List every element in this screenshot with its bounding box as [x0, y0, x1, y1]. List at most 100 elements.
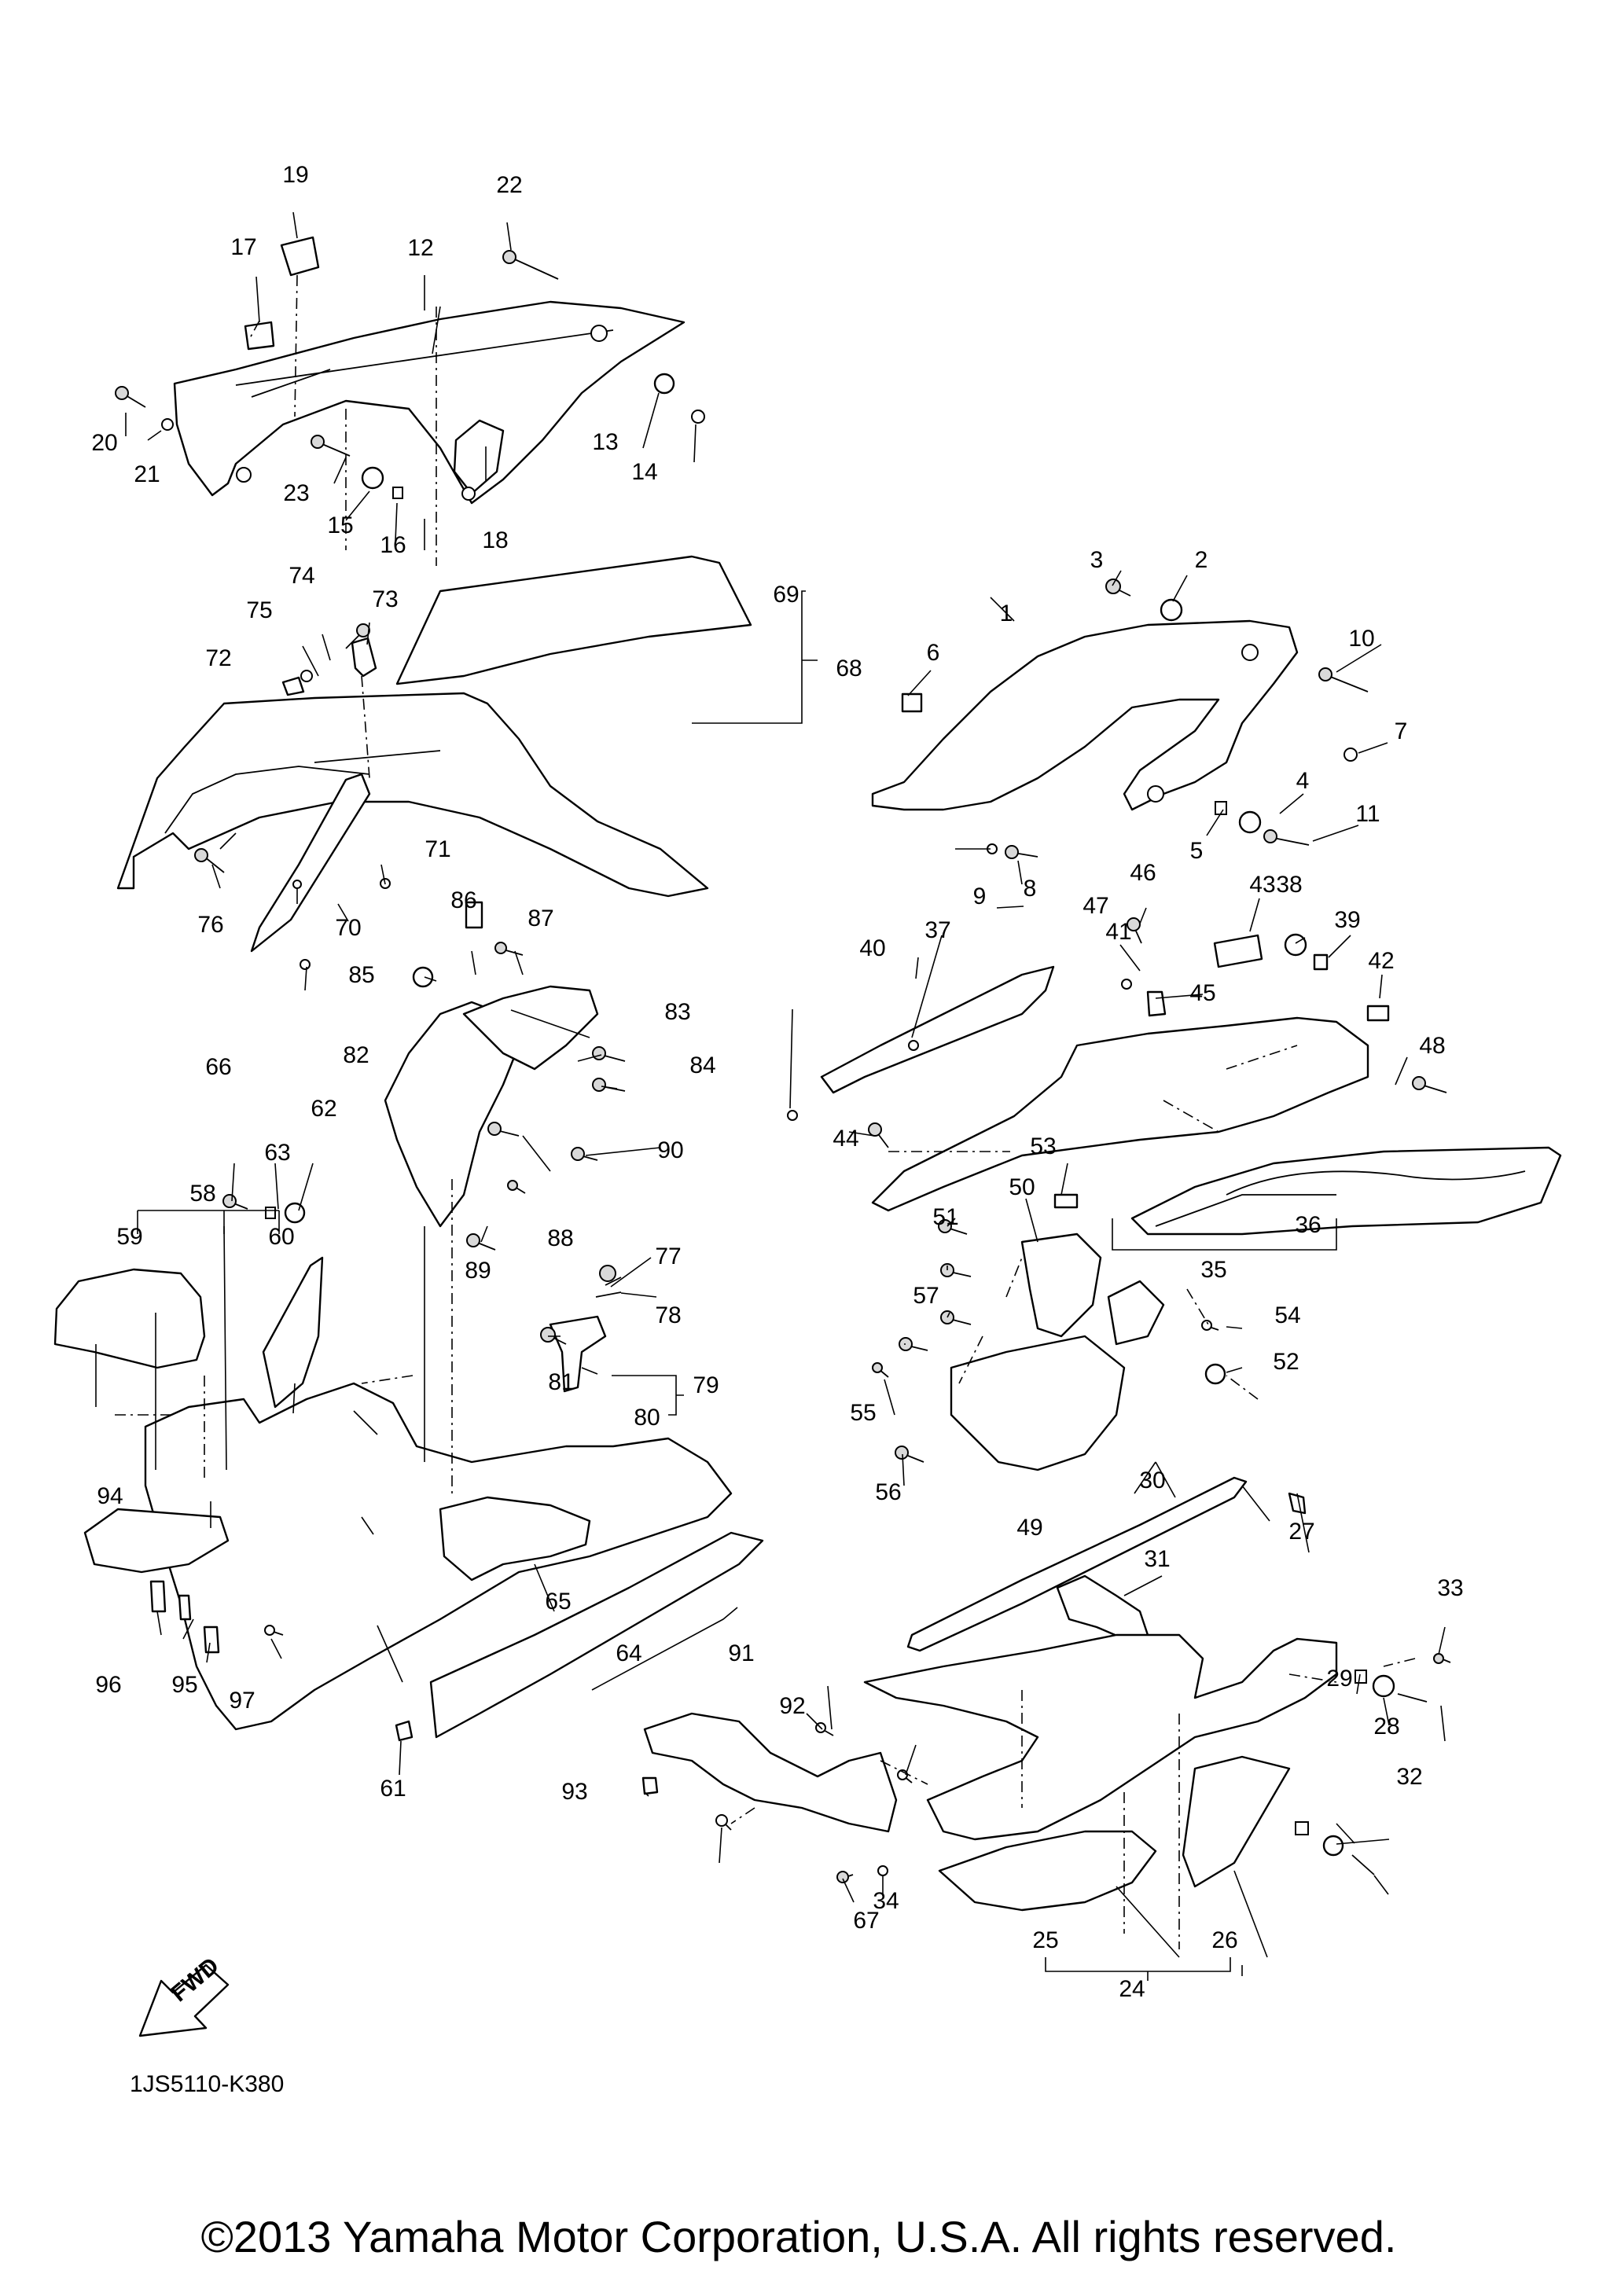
callout-28: 28 [1373, 1714, 1399, 1739]
callout-44: 44 [833, 1126, 858, 1152]
callout-81: 81 [548, 1369, 574, 1395]
callout-97: 97 [229, 1688, 255, 1714]
callout-70: 70 [335, 915, 361, 941]
duct-31-shape [1056, 1574, 1149, 1640]
strip-30-shape [906, 1476, 1248, 1652]
bracket-shape [1107, 1280, 1165, 1346]
callout-8: 8 [1024, 876, 1037, 902]
decal-59-shape [53, 1268, 206, 1369]
callout-89: 89 [465, 1258, 491, 1284]
part-shapes: FWD [53, 236, 1562, 2037]
lower-panel-91-shape [643, 1712, 898, 1833]
upper-cowl-68-shape [116, 692, 709, 898]
callout-79: 79 [693, 1372, 719, 1398]
callout-73: 73 [372, 586, 398, 612]
trim-37-shape [820, 965, 1055, 1094]
fwd-arrow-icon: FWD [138, 1953, 230, 2037]
callout-60: 60 [268, 1224, 294, 1250]
cover-bracket-shape [453, 419, 505, 495]
callout-20: 20 [91, 430, 117, 456]
callout-54: 54 [1274, 1302, 1300, 1328]
callout-59: 59 [116, 1224, 142, 1250]
callout-71: 71 [425, 836, 450, 862]
inner-panel-82-shape [384, 1001, 520, 1228]
decal-36-shape [1130, 1146, 1562, 1236]
callout-22: 22 [496, 172, 522, 198]
callout-84: 84 [689, 1052, 715, 1078]
callout-30: 30 [1139, 1468, 1165, 1493]
callout-48: 48 [1419, 1033, 1445, 1059]
callout-40: 40 [859, 935, 885, 961]
callout-78: 78 [655, 1302, 681, 1328]
callout-86: 86 [450, 887, 476, 913]
callout-83: 83 [664, 999, 690, 1025]
alignment-lines [110, 274, 1416, 1981]
bracket-79-shape [549, 1315, 607, 1393]
callout-38: 38 [1276, 872, 1302, 898]
callout-96: 96 [95, 1672, 121, 1698]
callout-56: 56 [875, 1479, 901, 1505]
inner-cover-49-shape [950, 1335, 1126, 1471]
callout-25: 25 [1032, 1927, 1058, 1953]
nut-17-shape [244, 321, 275, 351]
callout-31: 31 [1144, 1546, 1170, 1572]
callout-19: 19 [282, 162, 308, 188]
callout-50: 50 [1009, 1174, 1035, 1200]
callout-39: 39 [1334, 907, 1360, 933]
callout-77: 77 [655, 1244, 681, 1269]
callout-15: 15 [327, 512, 353, 538]
callout-29: 29 [1326, 1666, 1352, 1692]
callout-65: 65 [545, 1589, 571, 1615]
callout-33: 33 [1437, 1575, 1463, 1601]
callout-41: 41 [1105, 919, 1131, 945]
bracket-94-shape [83, 1508, 230, 1574]
callout-67: 67 [853, 1908, 879, 1934]
callout-93: 93 [561, 1779, 587, 1805]
callout-6: 6 [927, 640, 940, 666]
callout-labels: 1234567891011121314151617181920212223242… [91, 162, 1463, 2002]
callout-91: 91 [728, 1640, 754, 1666]
panel-25-shape [938, 1830, 1157, 1912]
callout-5: 5 [1190, 838, 1204, 864]
callout-75: 75 [246, 597, 272, 623]
callout-47: 47 [1083, 893, 1108, 919]
copyright-notice: ©2013 Yamaha Motor Corporation, U.S.A. A… [201, 2212, 1397, 2261]
callout-58: 58 [189, 1181, 215, 1207]
leader-lines [95, 211, 1446, 1981]
callout-94: 94 [97, 1483, 123, 1509]
callout-63: 63 [264, 1140, 290, 1166]
decal-64-shape [429, 1531, 764, 1739]
callout-45: 45 [1189, 980, 1215, 1006]
callout-87: 87 [527, 906, 553, 931]
grommet-38-shape [1284, 933, 1307, 957]
damper-42-shape [1366, 1005, 1390, 1022]
callout-46: 46 [1130, 860, 1156, 886]
callout-12: 12 [407, 235, 433, 261]
callout-85: 85 [348, 962, 374, 988]
callout-1: 1 [1000, 601, 1013, 626]
callout-4: 4 [1296, 768, 1310, 794]
side-panel-35-shape [871, 1016, 1369, 1212]
callout-61: 61 [380, 1776, 406, 1802]
callout-34: 34 [873, 1888, 899, 1914]
callout-52: 52 [1273, 1349, 1299, 1375]
callout-2: 2 [1195, 547, 1208, 573]
callout-7: 7 [1395, 718, 1408, 744]
callout-3: 3 [1090, 547, 1104, 573]
callout-55: 55 [850, 1400, 876, 1426]
callout-68: 68 [836, 656, 862, 681]
inner-panel-83-shape [462, 985, 599, 1071]
callout-13: 13 [592, 429, 618, 455]
callout-27: 27 [1288, 1519, 1314, 1545]
callout-49: 49 [1016, 1515, 1042, 1541]
callout-82: 82 [343, 1042, 369, 1068]
callout-51: 51 [932, 1204, 958, 1230]
callout-10: 10 [1348, 626, 1374, 652]
callout-88: 88 [547, 1225, 573, 1251]
callout-80: 80 [634, 1405, 660, 1431]
callout-66: 66 [205, 1054, 231, 1080]
collar-39-shape [1313, 953, 1329, 971]
clip-19-shape [280, 236, 320, 277]
callout-9: 9 [973, 884, 987, 909]
